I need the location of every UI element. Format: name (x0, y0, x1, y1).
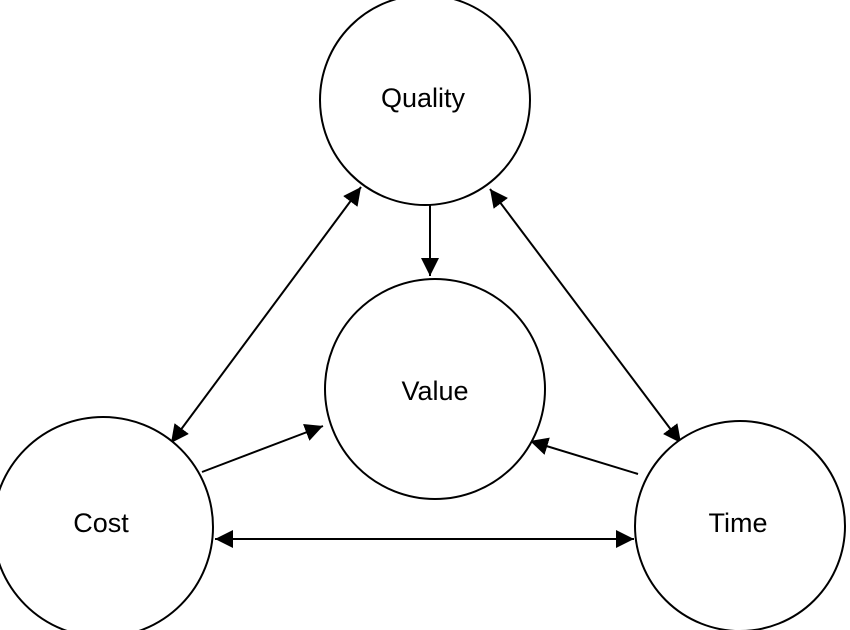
node-cost-circle (0, 416, 214, 630)
node-cost-label: Cost (73, 508, 129, 538)
node-value-circle (324, 278, 546, 500)
node-value: Value (324, 278, 546, 500)
node-time-label: Time (709, 508, 768, 538)
node-quality-label: Quality (381, 83, 466, 113)
edge-cost-to-value (201, 423, 324, 473)
node-time-circle (634, 420, 846, 630)
node-quality: Quality (319, 0, 531, 206)
node-value-label: Value (401, 376, 468, 406)
edge-quality-cost (170, 186, 362, 444)
node-time: Time (634, 420, 846, 630)
node-quality-circle (319, 0, 531, 206)
node-cost: Cost (0, 416, 214, 630)
edge-time-to-value (529, 437, 639, 475)
edge-quality-time (489, 188, 682, 444)
edges (170, 186, 682, 548)
